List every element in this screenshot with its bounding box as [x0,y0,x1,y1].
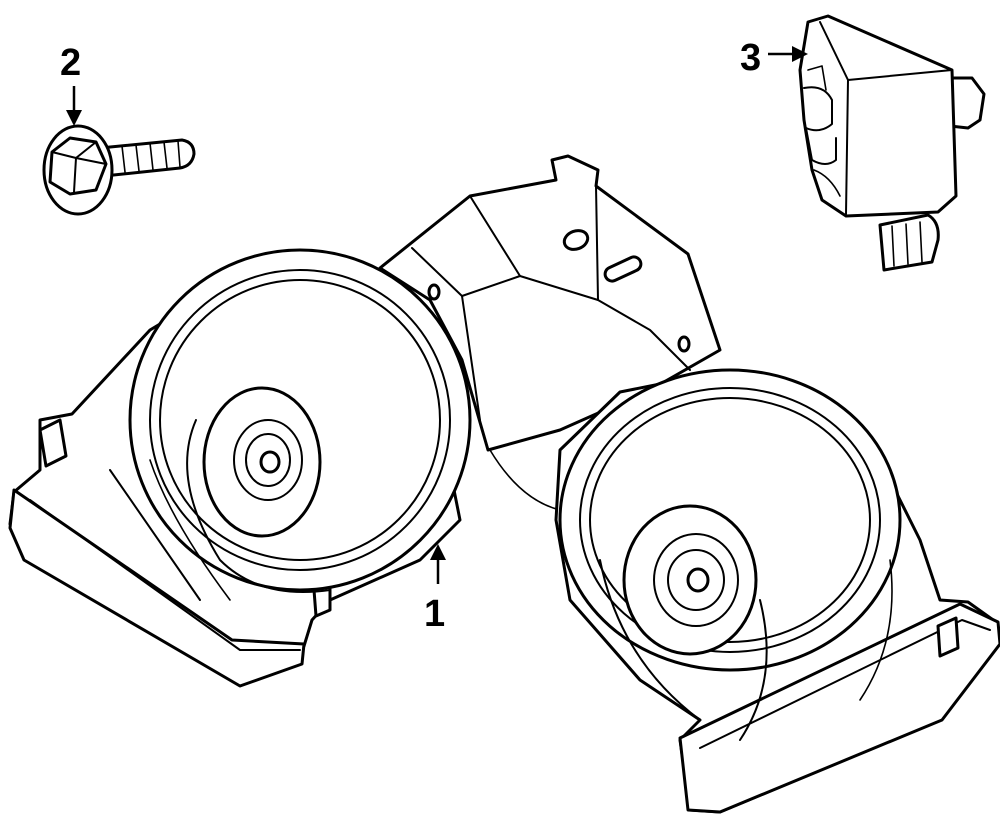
callout-1-label: 1 [424,593,445,635]
left-horn [8,248,472,688]
callout-1: 1 [424,544,446,635]
horn-assembly [8,154,1000,814]
callout-2: 2 [60,42,82,126]
right-horn [554,368,1000,814]
callout-2-label: 2 [60,42,81,84]
mounting-bracket [378,154,722,511]
callout-3-label: 3 [740,37,761,79]
callout-3: 3 [740,37,808,79]
relay [798,14,986,272]
bolt [42,124,196,216]
